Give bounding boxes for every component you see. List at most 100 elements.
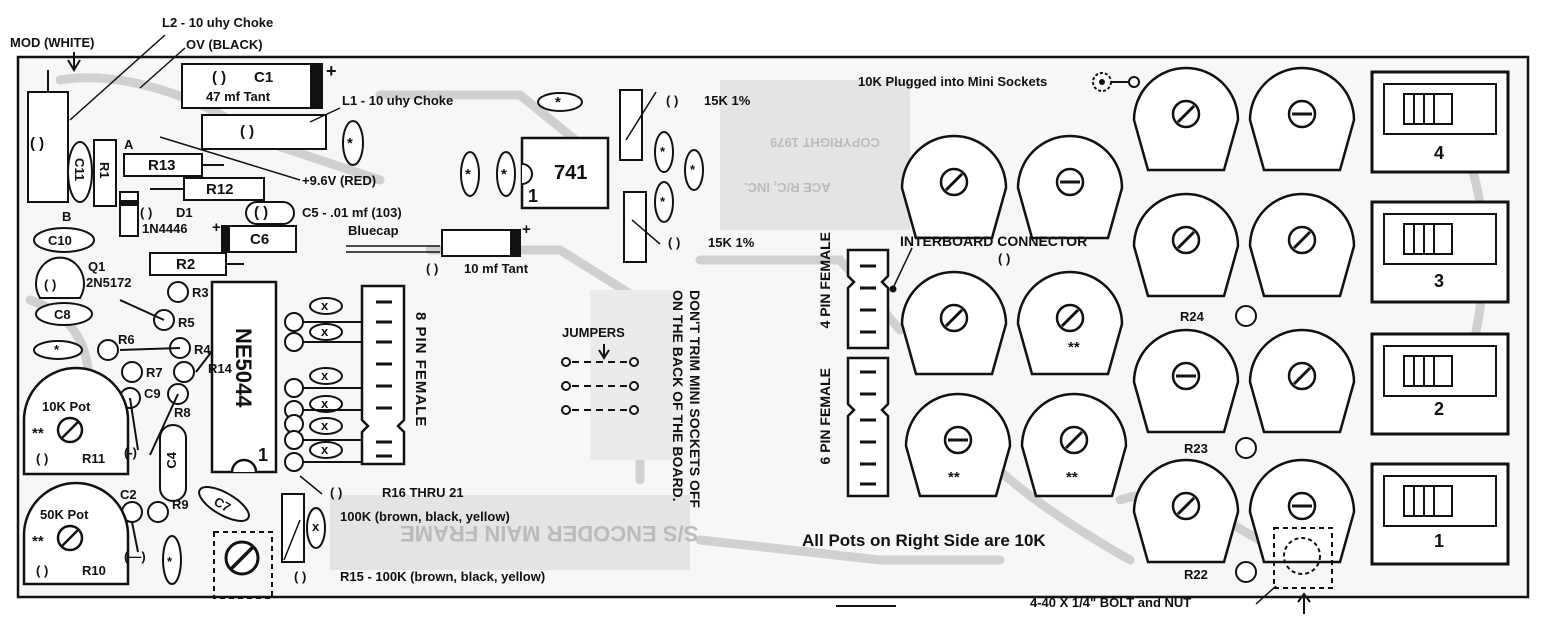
label-r14: R14 [208, 361, 232, 376]
label-c11: C11 [72, 158, 87, 182]
pot-15k-top-arrow [625, 91, 657, 141]
label-c2-minus: (—) [124, 549, 146, 564]
r8-lead [149, 393, 179, 456]
star-cap [537, 92, 583, 112]
label-c6: C6 [250, 231, 270, 248]
label-pot10k-paren: ( ) [36, 451, 49, 466]
label-ch3: 3 [1434, 271, 1445, 291]
pot-50k-slot [61, 529, 79, 547]
trim-pot-slot [1292, 366, 1312, 386]
label-bluecap: Bluecap [348, 223, 399, 238]
star-cap [496, 151, 516, 197]
trimpot-outline [213, 531, 273, 599]
label-d1-paren: ( ) [140, 205, 153, 220]
connector-6pin-pins [860, 370, 876, 486]
label-c1-paren: ( ) [212, 69, 227, 86]
connector-4pin-pins [860, 264, 876, 334]
plus96-leader [159, 136, 301, 181]
label-r1: R1 [97, 162, 112, 179]
label-mod-paren: ( ) [30, 135, 45, 152]
bolt-arrowhead [1297, 592, 1311, 603]
star-cap [460, 151, 480, 197]
x-mark: x [321, 324, 329, 339]
bolt-circle [1283, 537, 1321, 575]
r15-resistor [281, 493, 305, 563]
trim-pot-slot [944, 308, 964, 328]
label-r7: R7 [146, 365, 163, 380]
label-r11: R11 [82, 451, 106, 466]
label-star-l1: * [347, 135, 353, 152]
switch-knob [1403, 355, 1453, 387]
r4-lead [119, 347, 181, 351]
label-dont-trim-2: ON THE BACK OF THE BOARD. [670, 290, 686, 502]
label-star-r1: * [660, 144, 666, 159]
label-r24: R24 [1180, 309, 1204, 324]
pot-15k-top [619, 89, 643, 161]
x-mark: x [321, 298, 329, 313]
connector-4pin [846, 248, 890, 350]
label-c6-plus: + [212, 219, 221, 236]
label-ch1: 1 [1434, 531, 1445, 551]
label-c1-value: 47 mf Tant [206, 89, 271, 104]
interboard-leader [893, 247, 913, 287]
tant-10mf [441, 229, 521, 257]
label-6pin-female: 6 PIN FEMALE [817, 368, 833, 465]
ghost-copyright: COPYRIGHT 1979 [770, 135, 880, 150]
label-pot10k: 10K Pot [42, 399, 91, 414]
label-mod: MOD (WHITE) [10, 35, 95, 50]
label-r15-paren: ( ) [294, 569, 307, 584]
right-pots [900, 66, 1356, 564]
r5-lead [119, 299, 165, 321]
label-c5-paren: ( ) [254, 204, 269, 221]
label-l2-choke: L2 - 10 uhy Choke [162, 15, 274, 30]
ov-leader [139, 47, 186, 89]
label-q1-part: 2N5172 [86, 275, 132, 290]
trim-pot-slot [1064, 430, 1084, 450]
interboard-dot [889, 285, 897, 293]
label-pot-stars: ** [1066, 469, 1078, 486]
l1-choke [201, 114, 327, 150]
label-c10: C10 [48, 233, 72, 248]
label-pot50k-paren: ( ) [36, 563, 49, 578]
r1-resistor [93, 139, 117, 207]
l2-leader [69, 34, 166, 121]
c1-capacitor [181, 63, 323, 109]
label-star-r3: * [660, 194, 666, 209]
trimpot-slot [229, 545, 255, 571]
label-r8: R8 [174, 405, 191, 420]
label-r12: R12 [206, 181, 234, 198]
label-all-pots: All Pots on Right Side are 10K [802, 531, 1046, 550]
label-q1-paren: ( ) [44, 277, 57, 292]
r15-arrow [283, 519, 301, 561]
c4-capacitor [159, 424, 187, 502]
c7-capacitor [198, 486, 250, 522]
label-r22: R22 [1184, 567, 1208, 582]
mini-socket-pad [1128, 76, 1140, 88]
label-pot-stars: ** [1068, 339, 1080, 356]
x-resistors [309, 297, 343, 459]
bolt-outline [1273, 527, 1333, 589]
label-r3: R3 [192, 285, 209, 300]
label-15k-bot: 15K 1% [708, 235, 755, 250]
label-tant-plus: + [522, 221, 531, 238]
label-l1-choke: L1 - 10 uhy Choke [342, 93, 454, 108]
label-741: 741 [554, 162, 588, 184]
d1-stripe [120, 200, 138, 206]
label-star-l: * [465, 166, 471, 183]
c1-stripe [310, 64, 322, 108]
label-741-pin1: 1 [528, 186, 539, 206]
label-l1-paren: ( ) [240, 123, 255, 140]
trim-pot-slot [944, 172, 964, 192]
ic741 [520, 136, 610, 210]
label-jumpers: JUMPERS [562, 325, 625, 340]
label-r6: R6 [118, 332, 135, 347]
x-mark: x [321, 442, 329, 457]
q1-transistor [35, 256, 85, 299]
c6-stripe [222, 226, 230, 252]
label-pot-stars: ** [948, 469, 960, 486]
label-c5: C5 - .01 mf (103) [302, 205, 402, 220]
label-r5: R5 [178, 315, 195, 330]
trim-pot-slot [1176, 496, 1196, 516]
label-c2: C2 [120, 487, 137, 502]
